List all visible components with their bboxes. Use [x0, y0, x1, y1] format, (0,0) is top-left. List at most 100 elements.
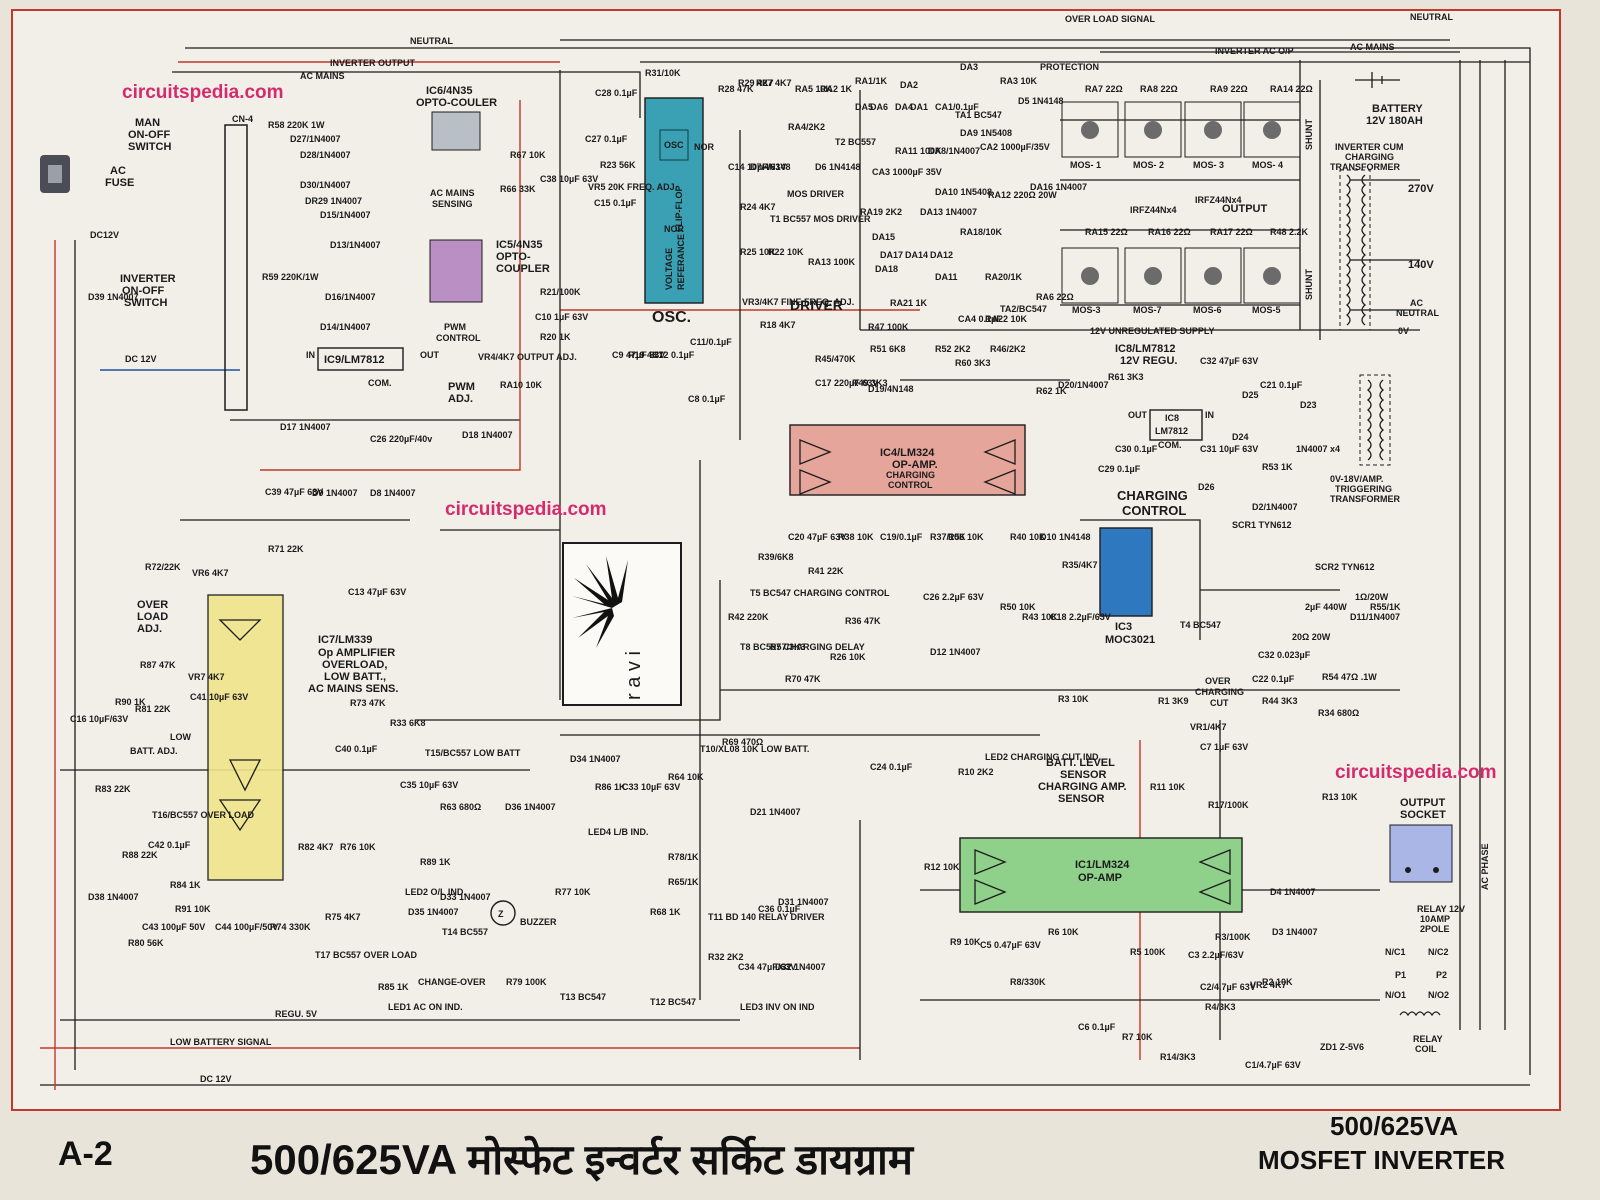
component-label: R7 10K [1122, 1032, 1153, 1042]
component-label: DA4 [895, 102, 913, 112]
component-label: R72/22K [145, 562, 181, 572]
component-label: RA10 10K [500, 380, 543, 390]
component-label: C16 10µF/63V [70, 714, 128, 724]
component-label: R33 6K8 [390, 718, 426, 728]
ic1-opamp: IC1/LM324 OP-AMP [959, 837, 1243, 913]
component-label: R34 680Ω [1318, 708, 1359, 718]
component-label: R77 10K [555, 887, 591, 897]
mos-bot-2: MOS-7 [1133, 305, 1162, 315]
batt-adj-label: BATT. ADJ. [130, 746, 178, 756]
component-label: D12 1N4007 [930, 647, 981, 657]
component-label: R17/100K [1208, 800, 1249, 810]
component-label: R32 2K2 [708, 952, 744, 962]
component-label: CA2 1000µF/35V [980, 142, 1050, 152]
triggering-transformer: 0V-18V/AMP. TRIGGERING TRANSFORMER [1330, 374, 1400, 504]
component-label: D31 1N4007 [778, 897, 829, 907]
svg-text:LM7812: LM7812 [1155, 426, 1188, 436]
component-label: D24 [1232, 432, 1249, 442]
component-label: RA1/1K [855, 76, 888, 86]
component-label: C6 0.1µF [1078, 1022, 1116, 1032]
component-label: TA2/BC547 [1000, 304, 1047, 314]
component-label: ZD1 Z-5V6 [1320, 1042, 1364, 1052]
svg-text:N/O1: N/O1 [1385, 990, 1406, 1000]
component-label: C32 47µF 63V [1200, 356, 1258, 366]
component-label: T15/BC557 LOW BATT [425, 748, 521, 758]
svg-text:IC5/4N35: IC5/4N35 [496, 239, 542, 251]
component-label: RA19 2K2 [860, 207, 902, 217]
component-label: D7/4N148 [750, 162, 791, 172]
inv-switch-l1: INVERTER [120, 273, 176, 285]
component-label: T13 BC547 [560, 992, 606, 1002]
component-label: C2/4.7µF 63V [1200, 982, 1256, 992]
svg-text:OSC: OSC [664, 140, 684, 150]
component-label: R70 47K [785, 674, 821, 684]
component-label: R62 1K [1036, 386, 1067, 396]
svg-text:OUTPUT: OUTPUT [1400, 797, 1446, 809]
output-socket: OUTPUT SOCKET [1389, 797, 1453, 883]
component-label: T12 BC547 [650, 997, 696, 1007]
mosfet-row-top: MOS- 1 MOS- 2 MOS- 3 MOS- 4 IRFZ44Nx4 [1061, 101, 1301, 205]
svg-text:0V: 0V [1398, 326, 1409, 336]
svg-text:0V-18V/AMP.: 0V-18V/AMP. [1330, 474, 1383, 484]
component-label: CA1/0.1µF [935, 102, 979, 112]
component-label: SCR1 TYN612 [1232, 520, 1292, 530]
ic8-regulator: IC8 LM7812 IC8/LM7812 12V REGU. OUT IN C… [1115, 343, 1214, 450]
component-label: C28 0.1µF [595, 88, 638, 98]
component-label: D38 1N4007 [88, 892, 139, 902]
svg-text:CHARGING: CHARGING [886, 470, 935, 480]
component-label: D26 [1198, 482, 1215, 492]
inv-switch-l2: ON-OFF [122, 285, 164, 297]
component-label: C34 47µF/63V [738, 962, 796, 972]
component-label: SCR2 TYN612 [1315, 562, 1375, 572]
svg-text:BATTERY: BATTERY [1372, 103, 1423, 115]
component-label: R28 47K [718, 84, 754, 94]
component-label: DA13 1N4007 [920, 207, 977, 217]
svg-text:IN: IN [1205, 410, 1214, 420]
shunt-bottom: SHUNT [1304, 268, 1314, 300]
component-label: R65/1K [668, 877, 699, 887]
component-label: R3 10K [1058, 694, 1089, 704]
svg-text:Z: Z [498, 909, 504, 919]
ac-fuse-l2: FUSE [105, 177, 134, 189]
component-label: C11/0.1µF [690, 337, 732, 347]
driver-label: DRIVER [790, 297, 843, 313]
footer: A-2 500/625VA मोस्फेट इन्वर्टर सर्किट डा… [0, 1111, 1600, 1200]
over-charging-l3: CUT [1210, 698, 1229, 708]
component-label: DA17 [880, 250, 903, 260]
svg-text:N/C2: N/C2 [1428, 947, 1449, 957]
component-label: VR4/4K7 OUTPUT ADJ. [478, 352, 577, 362]
component-label: RA12 220Ω 20W [988, 190, 1057, 200]
component-label: R79 100K [506, 977, 547, 987]
mos-top-1: MOS- 1 [1070, 160, 1101, 170]
rail-low-battery: LOW BATTERY SIGNAL [170, 1037, 272, 1047]
component-label: C31 10µF 63V [1200, 444, 1258, 454]
component-label: R74 330K [270, 922, 311, 932]
batt-sensor-l4: SENSOR [1058, 793, 1105, 805]
component-label: DA1 [910, 102, 928, 112]
component-label: R49 3K3 [852, 378, 888, 388]
component-label: C12 0.1µF [652, 350, 695, 360]
component-label: R63 680Ω [440, 802, 481, 812]
ic4-opamp: IC4/LM324 OP-AMP. CHARGING CONTROL [789, 424, 1026, 496]
rail-dc12v-b: DC 12V [125, 354, 157, 364]
component-label: D36 1N4007 [505, 802, 556, 812]
svg-text:TRANSFORMER: TRANSFORMER [1330, 162, 1400, 172]
rails [40, 39, 1531, 1090]
component-label: R80 56K [128, 938, 164, 948]
battery: BATTERY 12V 180AH [1355, 72, 1423, 127]
component-label: R4/3K3 [1205, 1002, 1236, 1012]
component-label: C39 47µF 63V [265, 487, 323, 497]
component-label: DA15 [872, 232, 895, 242]
component-label: C19/0.1µF [880, 532, 923, 542]
component-label: C36 0.1µF [758, 904, 801, 914]
connector-cn4: CN-4 [224, 114, 253, 411]
svg-text:OPTO-COULER: OPTO-COULER [416, 97, 497, 109]
component-label: C1/4.7µF 63V [1245, 1060, 1301, 1070]
svg-text:INVERTER CUM: INVERTER CUM [1335, 142, 1404, 152]
component-label: D20/1N4007 [1058, 380, 1109, 390]
component-label: T16/BC557 OVER LOAD [152, 810, 255, 820]
svg-text:IN: IN [306, 350, 315, 360]
svg-text:COM.: COM. [368, 378, 392, 388]
rail-inverter-output: INVERTER OUTPUT [330, 58, 416, 68]
component-label: 20Ω 20W [1292, 632, 1331, 642]
